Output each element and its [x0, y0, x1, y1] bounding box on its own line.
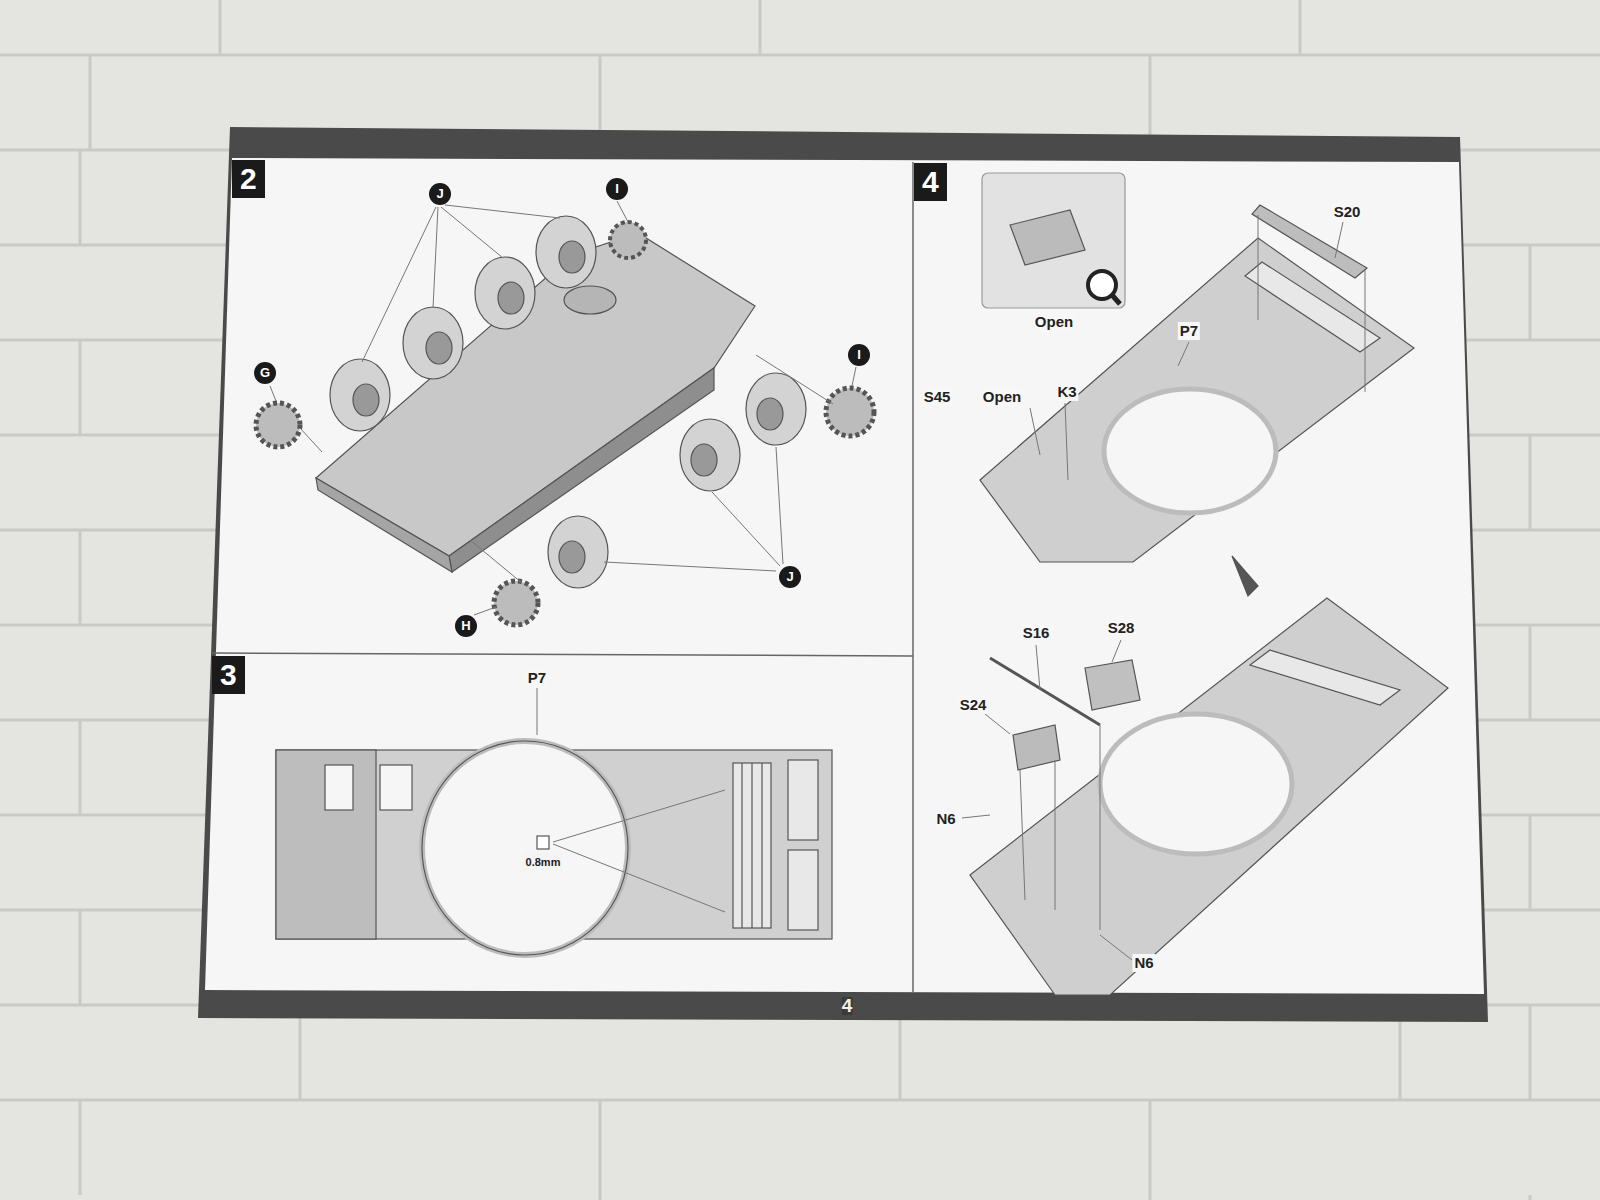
step-panel: 3: [212, 656, 912, 990]
part-label: S20: [1332, 203, 1363, 221]
part-label: N6: [934, 810, 957, 828]
part-label: K3: [1055, 383, 1078, 401]
callout-letter: I: [848, 344, 870, 366]
page-number: 4: [842, 997, 853, 1015]
part-label: N6: [1132, 954, 1155, 972]
part-label: Open: [1033, 313, 1075, 331]
callout-letter: H: [455, 615, 477, 637]
part-label: P7: [526, 669, 548, 687]
step-number: 4: [914, 163, 947, 201]
part-label: S16: [1021, 624, 1052, 642]
part-label: S45: [922, 388, 953, 406]
part-label: S24: [958, 696, 989, 714]
callout-letter: J: [779, 566, 801, 588]
part-label: P7: [1178, 322, 1200, 340]
part-label: S28: [1106, 619, 1137, 637]
step-panel: 2: [232, 160, 912, 653]
callout-letter: G: [254, 362, 276, 384]
part-label: Open: [981, 388, 1023, 406]
callout-letter: I: [606, 178, 628, 200]
step-number: 2: [232, 160, 265, 198]
callout-letter: J: [429, 183, 451, 205]
part-label: 0.8mm: [524, 853, 563, 871]
step-panel: 4: [914, 163, 1459, 993]
step-number: 3: [212, 656, 245, 694]
